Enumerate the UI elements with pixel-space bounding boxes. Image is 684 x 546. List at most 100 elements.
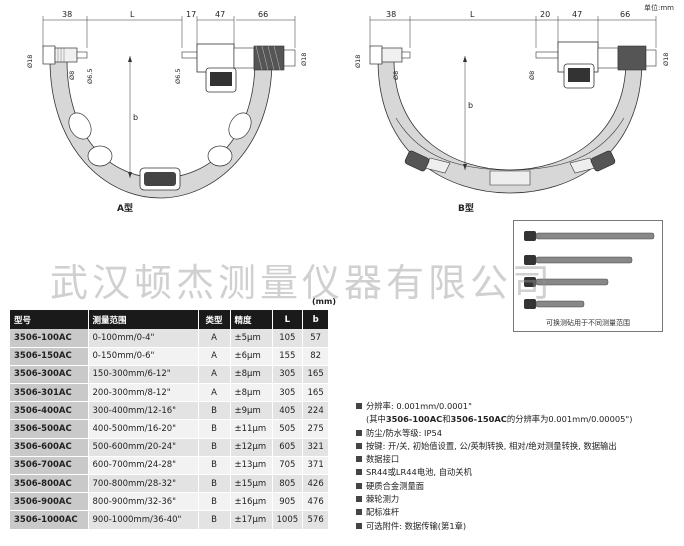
cell-l-value: 405	[272, 401, 304, 421]
cell-b-value: 476	[302, 492, 330, 512]
cell-l-value: 305	[272, 365, 304, 385]
cell-accuracy: ±15μm	[230, 474, 273, 494]
feature-item: 数据接口	[356, 453, 681, 466]
interchangeable-anvil-panel: 可换测砧用于不同测量范围	[513, 220, 663, 332]
dim-66: 66	[620, 10, 630, 19]
micrometer-a-diagram: 38 L 17 47 66	[26, 10, 308, 199]
cell-b-value: 321	[302, 438, 330, 457]
dim-b: b	[468, 101, 473, 110]
cell-range: 700-800mm/28-32"	[88, 474, 199, 494]
header-model: 型号	[10, 310, 89, 329]
feature-item: SR44或LR44电池, 自动关机	[356, 466, 681, 479]
feature-item: 防尘/防水等级: IP54	[356, 427, 681, 440]
feature-note: (其中3506-100AC和3506-150AC的分辨率为0.001mm/0.0…	[366, 414, 633, 425]
header-accuracy: 精度	[230, 310, 273, 329]
dim-phi18-right: Ø18	[662, 53, 670, 66]
cell-l-value: 505	[272, 419, 304, 439]
cell-type: B	[198, 510, 231, 530]
cell-l-value: 805	[272, 474, 304, 494]
dim-phi18-left: Ø18	[26, 55, 34, 68]
cell-accuracy: ±8μm	[230, 383, 273, 403]
cell-l-value: 105	[272, 329, 304, 348]
cell-b-value: 165	[302, 383, 330, 403]
dim-phi8-b: Ø8	[528, 71, 536, 80]
cell-accuracy: ±6μm	[230, 347, 273, 366]
cell-model: 3506-400AC	[10, 401, 89, 421]
dim-phi8: Ø8	[68, 71, 76, 80]
cell-accuracy: ±5μm	[230, 329, 273, 348]
dim-38: 38	[62, 10, 72, 19]
cell-model: 3506-800AC	[10, 474, 89, 494]
feature-item: 按键: 开/关, 初始值设置, 公/英制转换, 相对/绝对测量转换, 数据输出	[356, 440, 681, 453]
cell-accuracy: ±11μm	[230, 419, 273, 439]
bullet-icon	[356, 509, 362, 516]
bullet-icon	[356, 429, 362, 436]
cell-model: 3506-1000AC	[10, 510, 89, 530]
feature-item: 配标准杆	[356, 506, 681, 519]
cell-model: 3506-600AC	[10, 438, 89, 457]
cell-type: A	[198, 383, 231, 403]
table-header-row: 型号 测量范围 类型 精度 L b	[10, 310, 330, 329]
dim-L: L	[130, 10, 135, 19]
dim-phi8-a: Ø8	[392, 71, 400, 80]
dim-phi65-a: Ø6.5	[86, 69, 94, 84]
bullet-icon	[356, 482, 362, 489]
cell-model: 3506-500AC	[10, 419, 89, 439]
dim-66: 66	[258, 10, 268, 19]
dim-L: L	[470, 10, 475, 19]
cell-b-value: 82	[302, 347, 330, 366]
header-range: 测量范围	[88, 310, 199, 329]
cell-l-value: 1005	[272, 510, 304, 530]
dim-38: 38	[386, 10, 396, 19]
feature-item: 硬质合金测量面	[356, 480, 681, 493]
feature-list: 分辨率: 0.001mm/0.0001" (其中3506-100AC和3506-…	[356, 400, 681, 533]
cell-l-value: 305	[272, 383, 304, 403]
cell-l-value: 905	[272, 492, 304, 512]
dim-47: 47	[572, 10, 582, 19]
cell-model: 3506-300AC	[10, 365, 89, 385]
anvil-rods-illustration	[524, 231, 655, 309]
header-L: L	[272, 310, 304, 329]
cell-range: 800-900mm/32-36"	[88, 492, 199, 512]
cell-range: 900-1000mm/36-40"	[88, 510, 199, 530]
anvil-rod	[524, 255, 633, 265]
feature-item: 棘轮测力	[356, 493, 681, 506]
cell-type: B	[198, 474, 231, 494]
cell-model: 3506-150AC	[10, 347, 89, 366]
bullet-icon	[356, 442, 362, 449]
cell-b-value: 371	[302, 456, 330, 476]
cell-type: A	[198, 329, 231, 348]
cell-l-value: 155	[272, 347, 304, 366]
cell-type: B	[198, 438, 231, 457]
cell-l-value: 705	[272, 456, 304, 476]
dim-phi18-left: Ø18	[354, 55, 362, 68]
type-b-label: B型	[458, 204, 474, 214]
dim-phi18-right: Ø18	[300, 53, 308, 66]
bullet-icon	[356, 469, 362, 476]
cell-type: A	[198, 365, 231, 385]
cell-b-value: 165	[302, 365, 330, 385]
feature-item: 分辨率: 0.001mm/0.0001"	[356, 400, 681, 413]
cell-type: B	[198, 456, 231, 476]
dim-47: 47	[215, 10, 225, 19]
bullet-icon	[356, 456, 362, 463]
cell-type: B	[198, 401, 231, 421]
bullet-icon	[356, 522, 362, 529]
cell-accuracy: ±17μm	[230, 510, 273, 530]
cell-accuracy: ±13μm	[230, 456, 273, 476]
dim-20: 20	[540, 10, 550, 19]
cell-model: 3506-700AC	[10, 456, 89, 476]
bullet-icon	[356, 403, 362, 409]
accessory-caption: 可换测砧用于不同测量范围	[546, 319, 630, 327]
cell-b-value: 224	[302, 401, 330, 421]
